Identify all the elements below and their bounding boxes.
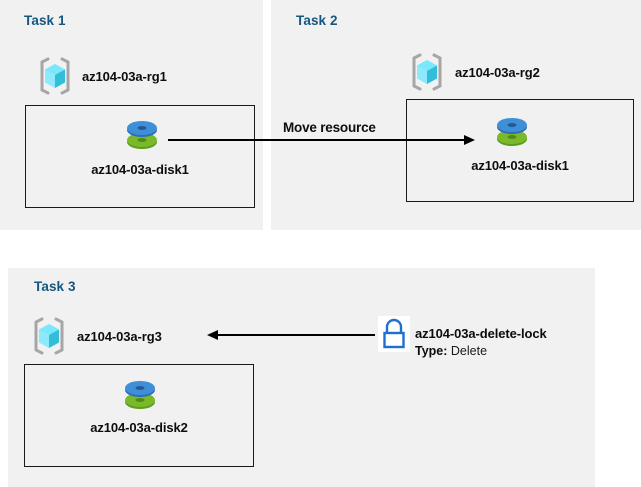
resource-label-task1: az104-03a-disk1 — [91, 162, 189, 177]
managed-disk-icon — [120, 373, 160, 413]
resource-group-label-task2: az104-03a-rg2 — [455, 65, 540, 80]
lock-type-key: Type: — [415, 344, 448, 358]
resource-group-label-task1: az104-03a-rg1 — [82, 69, 167, 84]
move-resource-arrow-line — [168, 139, 468, 141]
resource-label-task3: az104-03a-disk2 — [90, 420, 188, 435]
resource-group-label-task3: az104-03a-rg3 — [77, 329, 162, 344]
panel-task2 — [271, 0, 641, 230]
move-resource-label: Move resource — [283, 120, 376, 135]
panel-task3 — [8, 268, 595, 487]
resource-group-icon-svg — [40, 57, 70, 95]
lock-name-label: az104-03a-delete-lock — [415, 326, 547, 341]
managed-disk-icon — [122, 113, 162, 153]
resource-box-task2 — [406, 99, 634, 202]
resource-box-task1 — [25, 105, 255, 208]
lock-type-row: Type: Delete — [415, 344, 487, 358]
lock-arrow-head — [207, 330, 218, 340]
managed-disk-icon-svg — [497, 118, 527, 146]
resource-group-icon — [30, 316, 68, 356]
resource-group-icon — [408, 52, 446, 92]
panel-task1 — [0, 0, 263, 230]
resource-group-icon-svg — [34, 317, 64, 355]
lock-type-value: Delete — [450, 344, 488, 358]
lock-icon-svg — [378, 316, 410, 352]
managed-disk-icon-svg — [127, 121, 157, 149]
resource-label-task2: az104-03a-disk1 — [471, 158, 569, 173]
lock-arrow-line — [218, 334, 375, 336]
resource-box-task3 — [24, 364, 254, 467]
panel-task2-title: Task 2 — [296, 13, 338, 28]
lock-icon — [378, 316, 410, 352]
panel-task3-title: Task 3 — [34, 279, 76, 294]
resource-group-icon — [36, 56, 74, 96]
managed-disk-icon-svg — [125, 381, 155, 409]
panel-task1-title: Task 1 — [24, 13, 66, 28]
move-resource-arrow-head — [464, 135, 475, 145]
resource-group-icon-svg — [412, 53, 442, 91]
managed-disk-icon — [492, 110, 532, 150]
